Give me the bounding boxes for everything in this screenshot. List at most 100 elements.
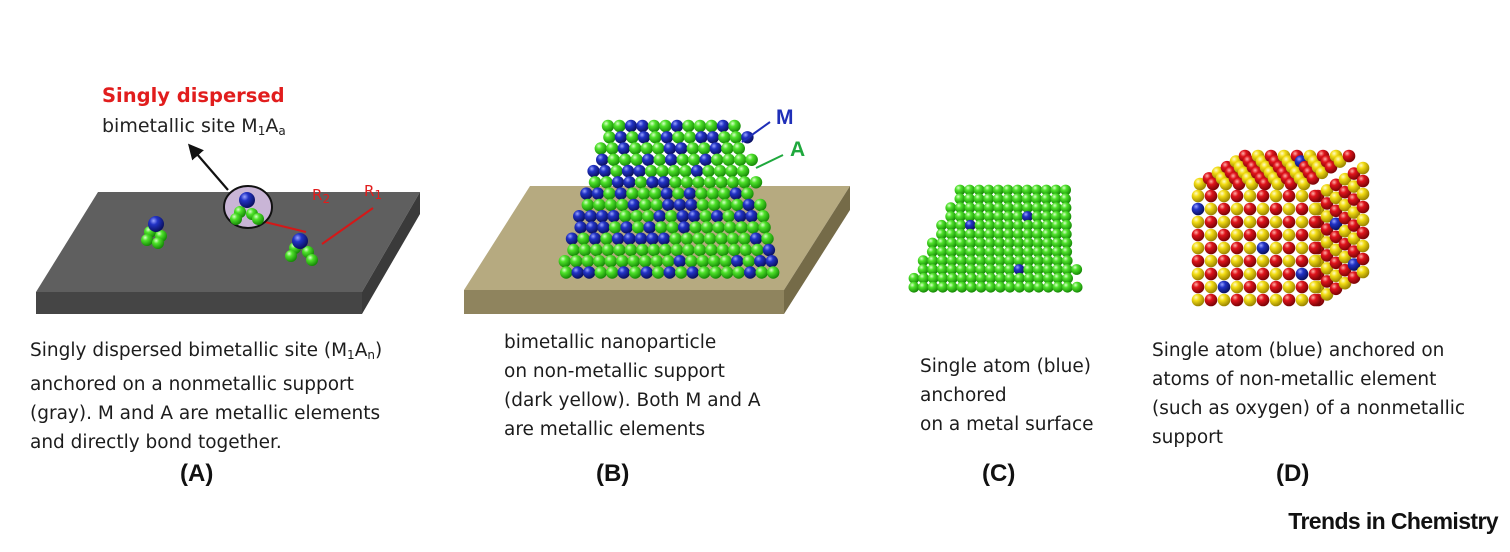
metal-atom	[1003, 246, 1015, 258]
a-atom	[700, 221, 714, 234]
a-atom	[639, 255, 652, 268]
metal-atom	[945, 228, 957, 240]
metal-atom	[975, 264, 987, 275]
m-atom	[749, 232, 763, 245]
a-atom	[676, 153, 689, 166]
metal-atom	[955, 202, 966, 214]
oxide-atom	[1338, 211, 1352, 225]
metal-atom	[1033, 255, 1044, 267]
bimetallic-cluster-2	[230, 192, 264, 225]
metal-atom	[965, 255, 977, 267]
oxide-atom	[1204, 254, 1218, 268]
m-atom	[744, 266, 757, 279]
oxide-atom	[1271, 177, 1285, 191]
m-atom	[673, 255, 686, 268]
metal-atom	[1041, 202, 1053, 214]
oxide-atom	[1230, 280, 1244, 294]
metal-atom	[946, 237, 957, 249]
oxide-atom	[1269, 293, 1283, 307]
metal-atom	[918, 281, 929, 293]
oxide-atom	[1356, 239, 1370, 253]
metal-atom	[1023, 272, 1035, 284]
a-atom	[560, 266, 573, 279]
a-atom	[669, 176, 682, 189]
trends-in-chemistry-logo: Trends in Chemistry	[1288, 508, 1498, 534]
oxide-atom	[1308, 293, 1322, 307]
metal-atom	[1033, 272, 1045, 284]
m-atom	[686, 266, 699, 279]
oxide-atom	[1204, 241, 1218, 255]
oxide-atom	[1258, 177, 1272, 191]
oxide-atom	[1347, 193, 1361, 206]
metal-atom	[945, 211, 957, 222]
a-atom	[672, 131, 685, 144]
oxide-atom	[1329, 204, 1343, 218]
m-atom	[634, 232, 648, 245]
m-atom	[657, 232, 671, 245]
single-atom	[1013, 264, 1025, 275]
a-atom	[696, 198, 709, 212]
oxide-atom	[1243, 228, 1257, 242]
oxide-atom	[1243, 293, 1257, 307]
metal-atom	[993, 219, 1005, 231]
oxide-atom	[1282, 241, 1296, 255]
oxide-atom	[1308, 228, 1322, 242]
oxide-atom	[1320, 249, 1334, 262]
a-atom	[601, 243, 615, 257]
m-pointer-line	[741, 121, 771, 143]
metal-atom	[965, 237, 977, 249]
oxide-atom	[1204, 280, 1218, 294]
oxide-atom	[1232, 177, 1246, 191]
oxide-atom	[1282, 254, 1296, 268]
metal-atom	[1032, 264, 1044, 275]
yellow-support-front	[464, 290, 784, 314]
a-atom	[659, 119, 672, 133]
metal-atom	[1012, 184, 1023, 196]
a-pointer-line	[755, 154, 784, 169]
a-atom	[699, 210, 712, 223]
oxide-atom	[1217, 254, 1231, 268]
m-atom	[614, 131, 628, 144]
metal-atom	[1052, 281, 1064, 293]
a-atom	[626, 131, 639, 144]
m-atom	[623, 176, 636, 189]
a-atom	[652, 142, 665, 155]
a-atom	[688, 153, 701, 166]
a-atom	[619, 210, 632, 223]
a-atom	[693, 119, 707, 133]
a-atom	[567, 243, 580, 257]
oxide-atom	[1269, 202, 1283, 216]
caption-line: Single atom (blue) anchored on	[1152, 340, 1445, 361]
a-atom	[630, 153, 643, 166]
a-atom	[728, 119, 741, 133]
oxide-atom	[1320, 236, 1334, 249]
m-element-label: M	[776, 106, 794, 129]
a-atom	[644, 164, 658, 178]
m-atom	[617, 266, 630, 279]
oxide-atom	[1243, 280, 1257, 294]
metal-atom	[1042, 264, 1054, 275]
a-atom	[693, 243, 707, 257]
metal-atom	[1043, 272, 1054, 284]
a-atom	[692, 232, 705, 245]
a-atom	[675, 266, 688, 279]
oxide-atom	[1308, 215, 1322, 229]
oxide-atom	[1243, 202, 1257, 216]
oxide-atom	[1230, 228, 1244, 242]
metal-atom	[994, 237, 1005, 249]
metal-atom	[1050, 211, 1062, 222]
a-atom	[708, 198, 721, 212]
a-atom	[634, 176, 648, 189]
metal-atom	[936, 219, 947, 231]
a-atom	[588, 176, 602, 189]
metal-atom	[985, 272, 997, 284]
a-atom	[581, 255, 594, 268]
a-atom	[703, 232, 717, 245]
oxide-atom	[1295, 293, 1309, 307]
oxide-atom	[1256, 280, 1270, 294]
metal-atom	[1051, 202, 1062, 214]
metal-atom	[946, 255, 958, 267]
a-atom	[670, 243, 684, 257]
a-atom	[639, 198, 652, 212]
caption-line: anchored on a nonmetallic support	[30, 374, 354, 395]
